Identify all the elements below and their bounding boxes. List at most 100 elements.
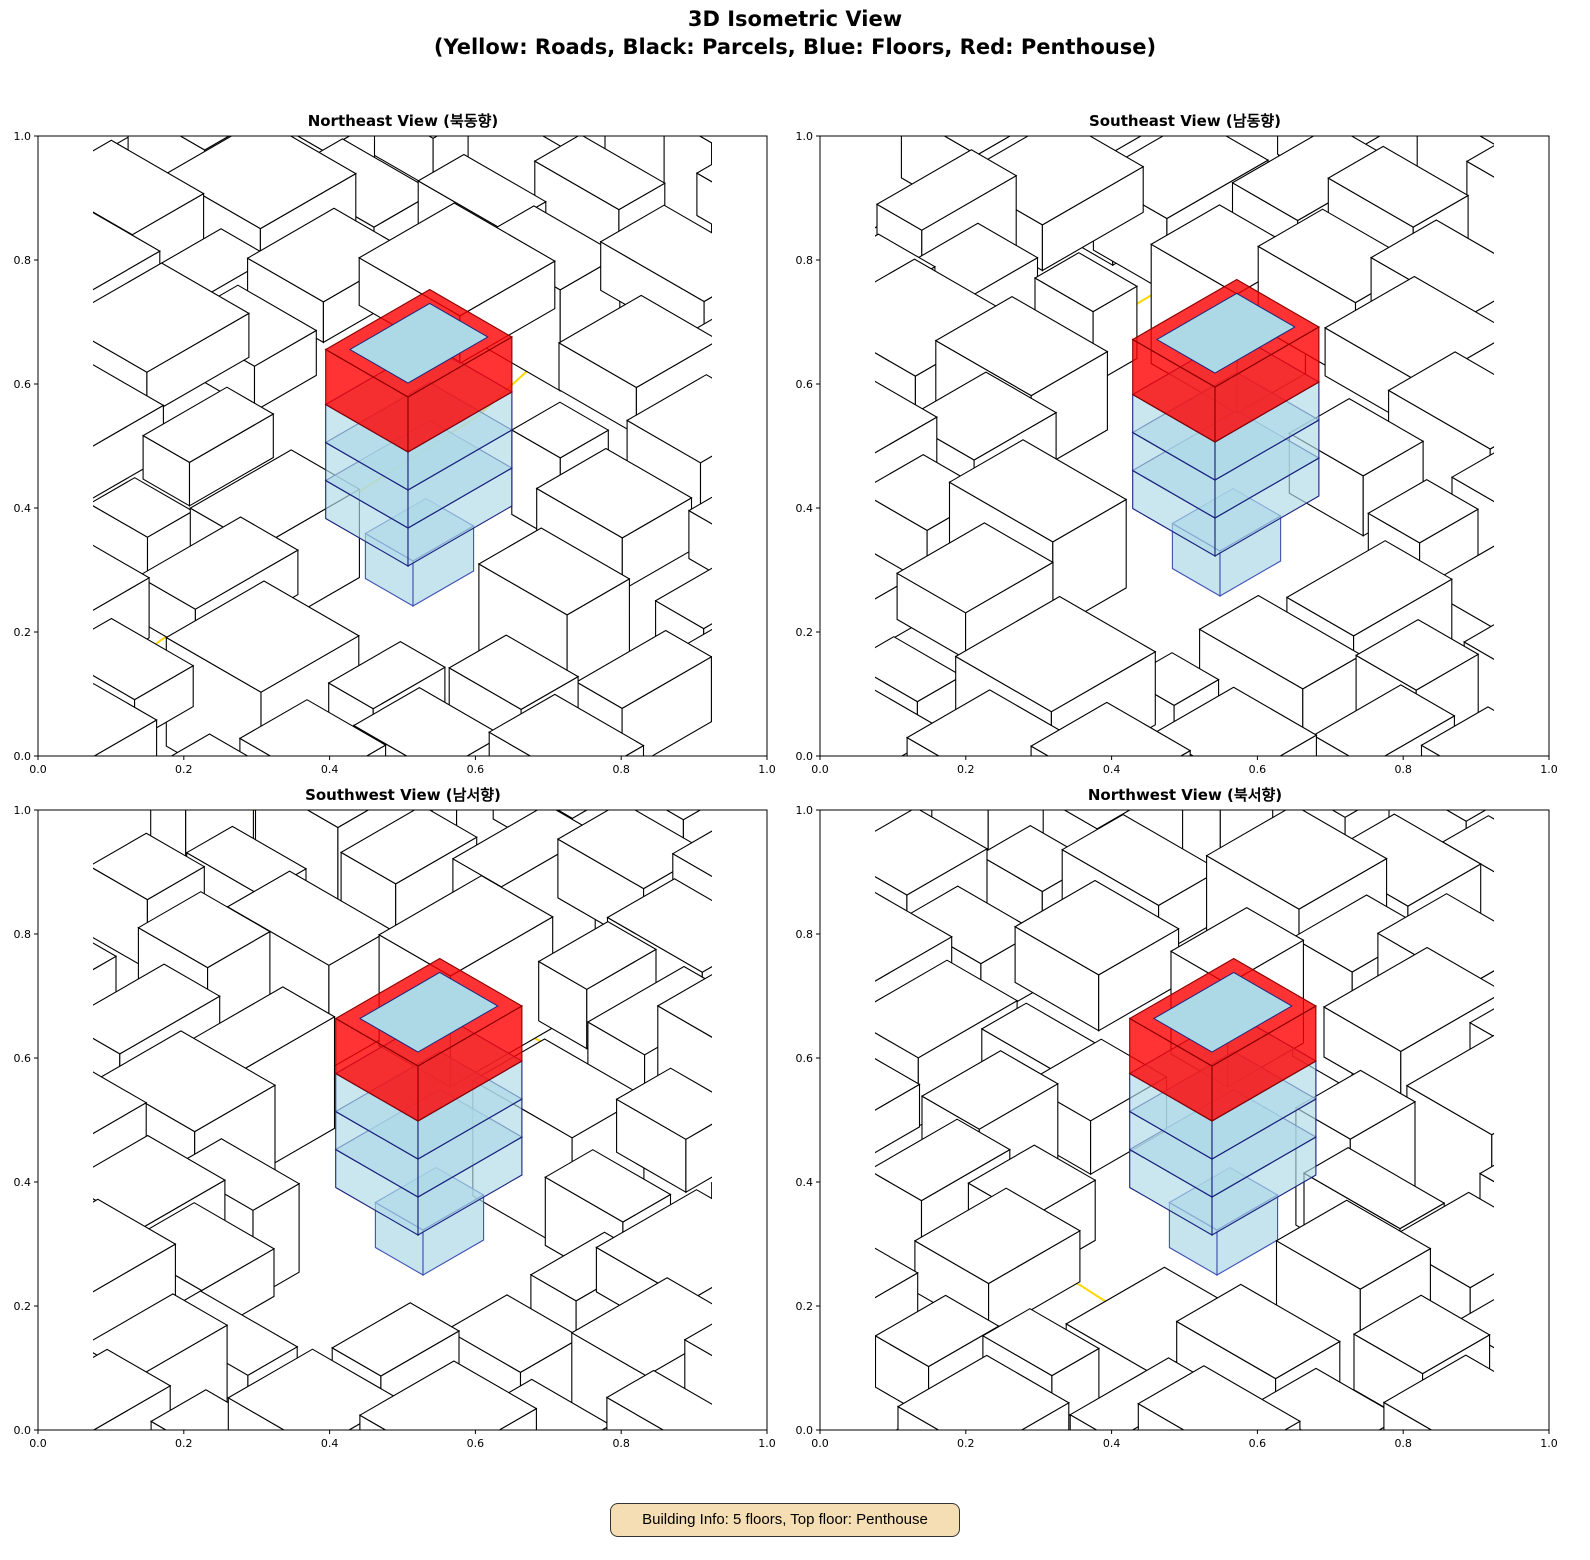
- parcel-building-top-face: [179, 136, 231, 151]
- parcel-building-top-face: [1198, 594, 1363, 690]
- parcel-building-top-face: [1387, 351, 1494, 450]
- penthouse-courtyard: [1156, 292, 1296, 374]
- parcel-building-top-face: [488, 693, 645, 756]
- parcel-building-right-face: [1489, 446, 1494, 557]
- parcel-building-left-face: [788, 568, 859, 658]
- x-tick-label: 0.8: [1394, 763, 1412, 776]
- x-tick-label: 1.0: [758, 763, 776, 776]
- parcel-building-top-face: [93, 963, 221, 1055]
- parcel-building-right-face: [685, 1123, 712, 1194]
- parcel-building-top-face: [327, 640, 446, 710]
- parcel-building-top-face: [875, 959, 1019, 1059]
- target-building: [334, 957, 523, 1276]
- parcel-building-top-face: [695, 163, 712, 183]
- parcel-building-top-face: [1327, 145, 1470, 228]
- parcel-building-left-face: [810, 274, 867, 348]
- parcel-building-left-face: [1500, 350, 1548, 484]
- parcel-building-top-face: [93, 1071, 148, 1135]
- parcel-building-top-face: [599, 204, 712, 303]
- parcel-building-right-face: [1533, 868, 1579, 1001]
- parcel-building-left-face: [775, 933, 867, 1068]
- parcel-building-top-face: [943, 136, 1012, 156]
- parcel-building-top-face: [1346, 136, 1381, 146]
- parcel-building-top-face: [875, 810, 989, 896]
- parcel-building-top-face: [1285, 540, 1453, 637]
- parcel-building-top-face: [93, 1198, 177, 1293]
- parcel-building-top-face: [1355, 618, 1480, 691]
- parcel-building-top-face: [625, 374, 712, 464]
- parcel-building-top-face: [1405, 1034, 1494, 1136]
- parcel-building-top-face: [1014, 879, 1180, 976]
- y-tick-label: 1.0: [14, 804, 32, 817]
- parcel-building-top-face: [895, 522, 1055, 614]
- parcel-building-top-face: [93, 1134, 226, 1229]
- parcel-building-top-face: [306, 810, 370, 829]
- y-tick-label: 0.6: [14, 378, 32, 391]
- parcel-building-top-face: [142, 386, 275, 464]
- y-tick-label: 0.4: [796, 502, 814, 515]
- y-tick-label: 0.8: [796, 928, 814, 941]
- parcel-building-top-face: [875, 1058, 921, 1111]
- parcel-building-right-face: [1378, 1416, 1402, 1430]
- parcel-building-top-face: [1331, 810, 1359, 818]
- parcel-building-top-face: [575, 629, 712, 710]
- building-info-box: Building Info: 5 floors, Top floor: Pent…: [610, 1503, 960, 1537]
- parcel-building-top-face: [544, 1149, 672, 1223]
- y-tick-label: 0.6: [14, 1052, 32, 1065]
- x-tick-label: 0.4: [1103, 1437, 1121, 1450]
- y-tick-label: 0.4: [796, 1176, 814, 1189]
- y-tick-label: 0.2: [796, 1300, 814, 1313]
- parcel-building-top-face: [331, 1302, 461, 1377]
- parcel-building-top-face: [93, 1348, 172, 1430]
- parcel-building-top-face: [93, 683, 158, 756]
- parcel-building-top-face: [934, 295, 1109, 397]
- parcel-building-top-face: [557, 294, 712, 389]
- parcel-building-top-face: [1061, 813, 1221, 907]
- y-tick-label: 1.0: [14, 130, 32, 143]
- parcel-building-top-face: [378, 875, 554, 977]
- parcel-building-right-face: [1491, 1132, 1494, 1252]
- y-tick-label: 0.0: [796, 1424, 814, 1437]
- y-tick-label: 0.4: [14, 502, 32, 515]
- parcel-building-right-face: [1492, 626, 1494, 738]
- x-tick-label: 1.0: [758, 1437, 776, 1450]
- parcel-building-right-face: [1536, 1008, 1590, 1117]
- parcel-building-top-face: [93, 617, 195, 701]
- parcel-building-left-face: [26, 958, 70, 1045]
- parcel-building-top-face: [665, 810, 702, 821]
- parcel-building-right-face: [711, 142, 712, 258]
- parcel-building-top-face: [340, 810, 478, 885]
- parcel-building-top-face: [93, 832, 206, 901]
- target-building: [1128, 957, 1317, 1276]
- y-tick-label: 0.8: [14, 254, 32, 267]
- parcel-building-top-face: [238, 699, 387, 756]
- parcel-building-top-face: [1275, 1199, 1432, 1290]
- parcel-building-left-face: [0, 80, 58, 177]
- panel-title: Northwest View (북서향): [1087, 786, 1283, 804]
- y-tick-label: 0.2: [14, 1300, 32, 1313]
- parcel-building-top-face: [352, 686, 504, 756]
- parcel-building-right-face: [1544, 151, 1590, 323]
- x-tick-label: 0.6: [467, 1437, 485, 1450]
- parcel-building-top-face: [1478, 1164, 1494, 1183]
- axes-frame: [819, 809, 1550, 1431]
- parcel-building-top-face: [954, 595, 1157, 713]
- parcel-building-top-face: [93, 211, 161, 291]
- parcel-building-left-face: [782, 423, 855, 567]
- parcel-building-top-face: [1463, 624, 1494, 660]
- parcel-building-left-face: [789, 1265, 861, 1365]
- parcel-building-top-face: [875, 636, 963, 703]
- parcel-building-top-face: [651, 720, 712, 756]
- parcel-building-top-face: [981, 1308, 1101, 1377]
- axes-frame: [37, 135, 768, 757]
- parcel-building-top-face: [170, 733, 249, 756]
- parcel-building-right-face: [1544, 1164, 1590, 1301]
- parcel-building-right-face: [703, 296, 712, 351]
- title-line-2: (Yellow: Roads, Black: Parcels, Blue: Fl…: [433, 35, 1157, 59]
- x-tick-label: 0.0: [811, 763, 829, 776]
